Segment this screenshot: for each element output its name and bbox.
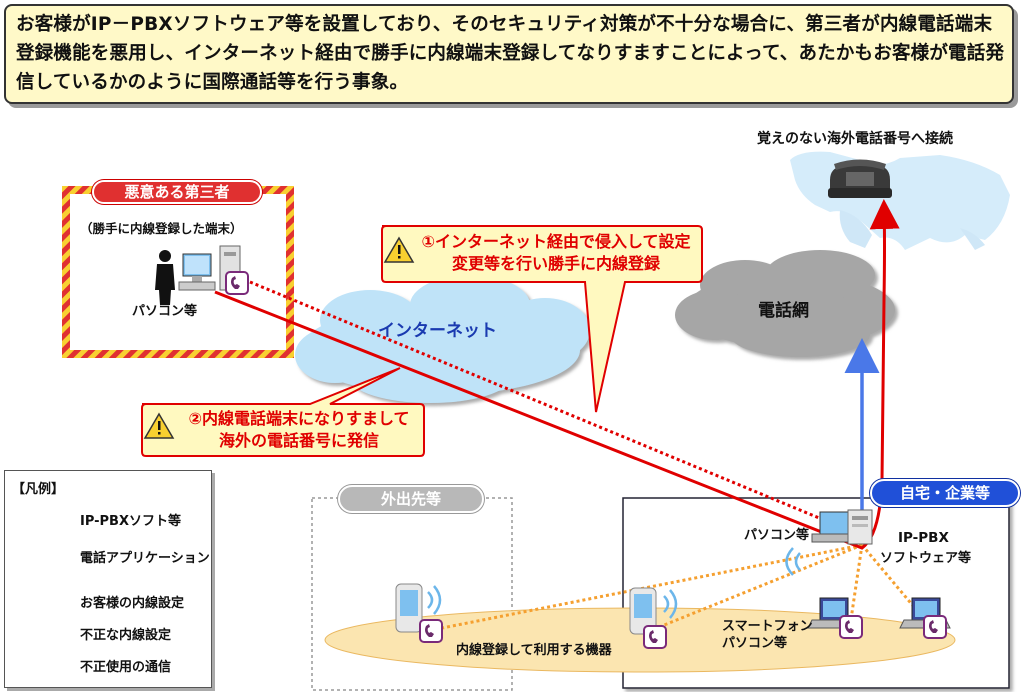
home-smartphone-icon [629,587,678,635]
pbx-label-1: IP-PBX [898,530,949,546]
legend-title: 【凡例】 [12,482,65,497]
laptop-phone-app-icon-2 [923,615,947,639]
outside-phone-app-icon [419,619,443,643]
home-pc-icon [811,511,859,543]
laptop-phone-app-icon [839,615,863,639]
attacker-title: 悪意ある第三者 [92,180,262,204]
outside-title: 外出先等 [338,485,484,513]
callout-2-line-2: 海外の電話番号に発信 [218,431,379,450]
person-icon [155,250,175,305]
home-pc-label: パソコン等 [744,528,810,543]
home-phone-app-icon [643,625,667,649]
internet-label: インターネット [378,321,497,341]
callout-2-line-1: ②内線電話端末になりすまして [188,409,410,428]
legend-item-fraudulent-communication: 不正使用の通信 [80,660,172,675]
callout-1-line-2: 変更等を行い勝手に内線登録 [451,254,660,273]
smartphone-label-2: パソコン等 [722,636,788,651]
legend-item-unauthorized-extension: 不正な内線設定 [80,628,172,643]
customer-extension-lines [431,543,932,632]
warning-icon-2 [143,412,175,439]
legend-box [4,470,212,688]
phone-network-cloud [675,250,895,357]
devices-label: 内線登録して利用する機器 [456,643,612,658]
smartphone-label-1: スマートフォン [722,619,813,634]
telephone-icon [828,159,892,198]
description-text: お客様がIP－PBXソフトウェア等を設置しており、そのセキュリティ対策が不十分な… [16,14,1005,93]
outside-smartphone-icon [395,583,442,633]
legend-item-phone-app: 電話アプリケーション [80,551,210,566]
pbx-server-icon [847,509,873,545]
internet-cloud [295,275,590,403]
phone-network-label: 電話網 [758,301,809,321]
attacker-pc-label: パソコン等 [132,304,198,319]
legend-item-server: IP-PBXソフト等 [80,514,181,529]
home-title: 自宅・企業等 [870,479,1020,507]
legend-item-customer-extension: お客様の内線設定 [80,596,185,611]
callout-2-shape [141,367,425,457]
callout-1-shape [381,225,703,413]
overseas-label: 覚えのない海外電話番号へ接続 [757,131,953,147]
attacker-box [70,194,286,350]
pbx-label-2: ソフトウェア等 [880,551,972,566]
home-wifi-icon [785,547,801,576]
unauthorized-extension-line [249,280,866,539]
callout-1-line-1: ①インターネット経由で侵入して設定 [421,232,691,251]
warning-icon-1 [383,236,415,263]
attacker-caption: （勝手に内線登録した端末） [80,221,243,236]
world-map [790,151,1010,250]
attacker-phone-app-icon [225,271,249,295]
description-box [4,4,1014,104]
